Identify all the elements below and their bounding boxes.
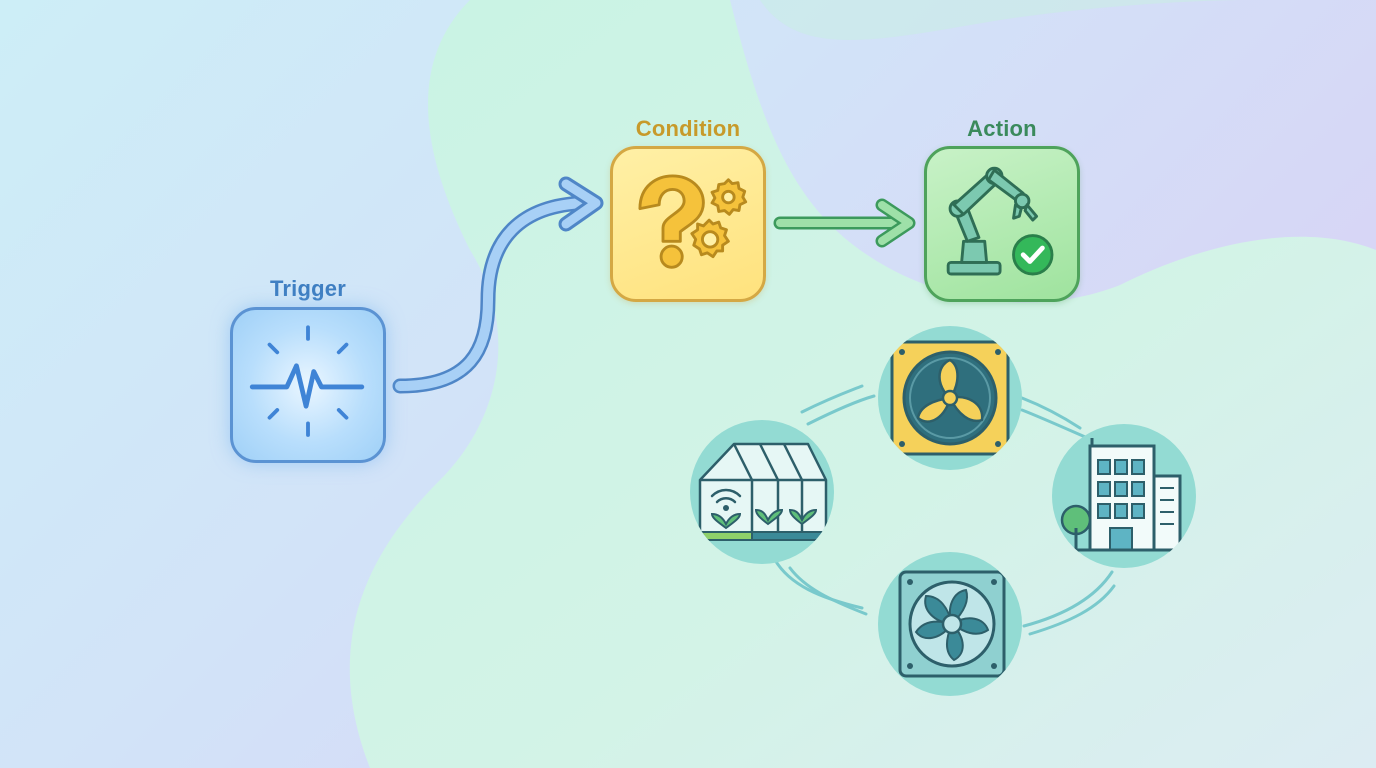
pulse-signal-icon — [249, 325, 365, 437]
smart-greenhouse-device[interactable] — [690, 420, 834, 564]
background-blob-top — [470, 0, 1250, 40]
robotic-arm-check-icon — [946, 166, 1054, 276]
ventilation-fan-device[interactable] — [878, 326, 1022, 470]
condition-label: Condition — [635, 116, 741, 141]
check-icon — [1012, 234, 1054, 276]
office-building-icon — [1060, 438, 1186, 552]
condition-card[interactable] — [610, 146, 766, 302]
trigger-card[interactable] — [230, 307, 386, 463]
action-label: Action — [967, 116, 1037, 141]
gear-icon — [690, 178, 748, 259]
ventilation-fan-icon — [890, 340, 1010, 456]
action-card[interactable] — [924, 146, 1080, 302]
wifi-icon — [710, 488, 742, 504]
question-gears-icon — [638, 174, 748, 269]
smart-greenhouse-icon — [693, 442, 831, 541]
exhaust-fan-icon — [898, 570, 1006, 678]
background-blob — [349, 0, 1376, 768]
exhaust-fan-device[interactable] — [878, 552, 1022, 696]
condition-to-action-arrow — [773, 198, 916, 248]
office-building-device[interactable] — [1052, 424, 1196, 568]
trigger-label: Trigger — [270, 276, 346, 301]
trigger-to-condition-arrow — [392, 176, 604, 394]
